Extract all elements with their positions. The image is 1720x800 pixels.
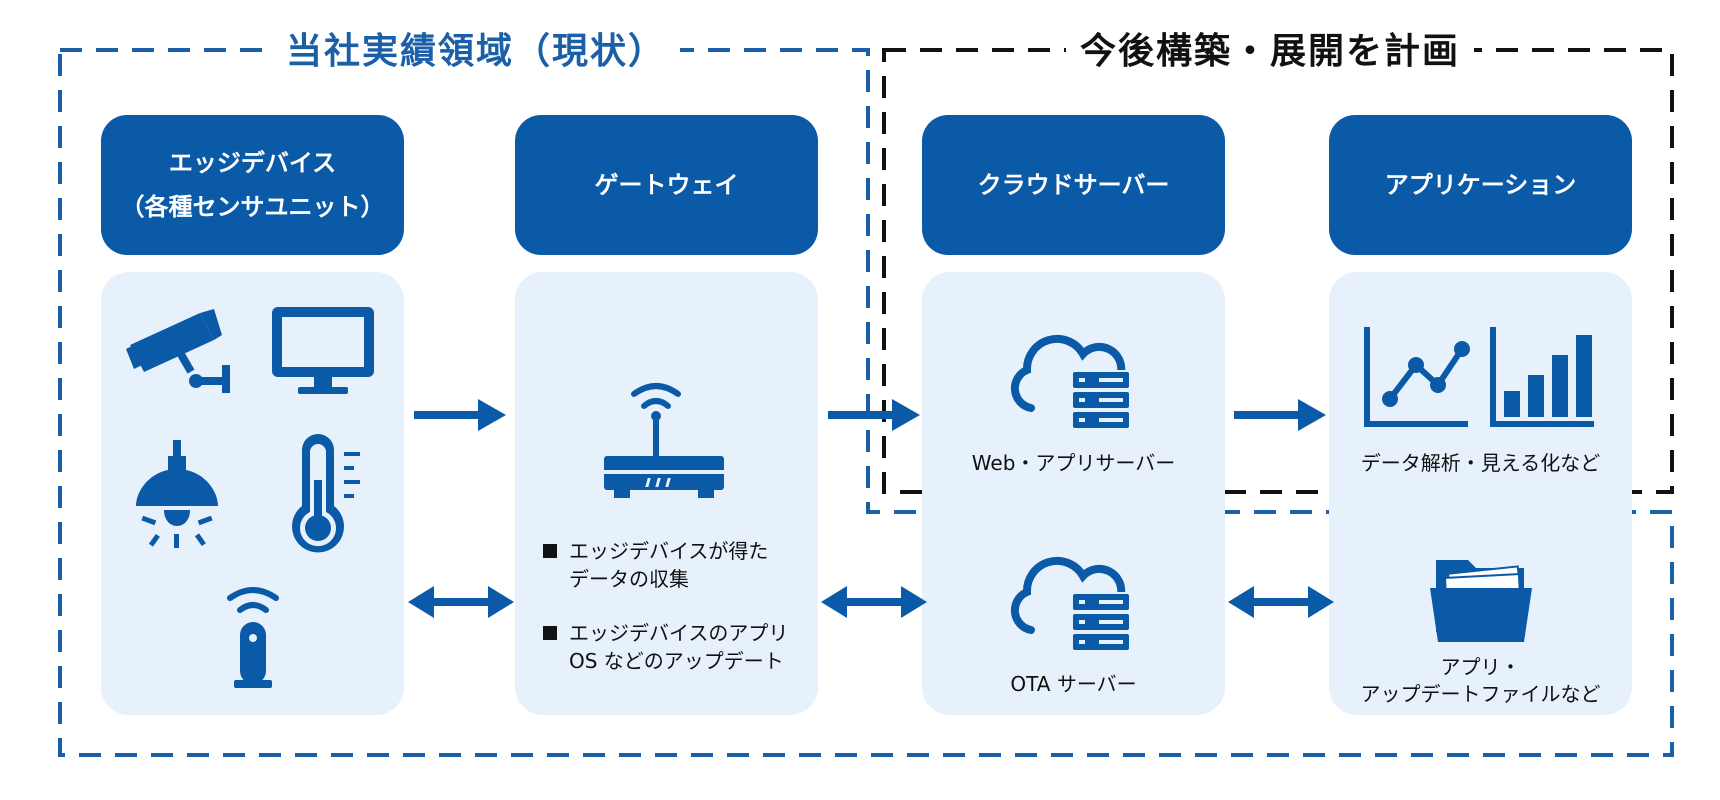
header-gateway-label: ゲートウェイ: [594, 171, 739, 199]
files-caption-line-2: アップデートファイルなど: [1360, 682, 1601, 706]
panel-gateway: [515, 272, 818, 715]
gateway-bullet-collect-text: エッジデバイスが得た データの収集: [569, 539, 769, 591]
header-cloud-server: クラウドサーバー: [922, 115, 1225, 255]
cloud-server-icon: [1010, 556, 1131, 650]
cloud-server-icon: [1010, 334, 1131, 428]
header-edge-line-1: エッジデバイス: [168, 149, 337, 177]
header-edge-line-2: （各種センサユニット）: [120, 193, 385, 221]
double-arrow-cloud-app: [1228, 586, 1334, 618]
ota-server-caption: OTA サーバー: [1010, 672, 1137, 696]
planned-region-border: [882, 48, 1674, 494]
gateway-bullet-list: エッジデバイスが得た データの収集 エッジデバイスのアプリ OS などのアップデ…: [543, 537, 823, 701]
monitor-icon: [272, 307, 374, 394]
header-application-label: アプリケーション: [1384, 171, 1577, 199]
arrow-gateway-to-cloud: [828, 399, 920, 431]
bar-chart-icon: [1490, 327, 1594, 427]
line-chart-icon: [1364, 327, 1470, 427]
bullet-square-icon: [543, 626, 557, 640]
security-camera-icon: [126, 309, 230, 393]
arrow-edge-to-gateway: [414, 399, 506, 431]
header-gateway: ゲートウェイ: [515, 115, 818, 255]
web-server-caption: Web・アプリサーバー: [971, 451, 1176, 475]
gateway-bullet-update-text: エッジデバイスのアプリ OS などのアップデート: [569, 621, 789, 673]
planned-region-title: 今後構築・展開を計画: [1066, 28, 1475, 76]
header-edge-device: エッジデバイス （各種センサユニット）: [101, 115, 404, 255]
router-icon: [604, 383, 724, 498]
double-arrow-edge-gateway: [408, 586, 514, 618]
analysis-caption: データ解析・見える化など: [1360, 451, 1601, 475]
bullet-square-icon: [543, 544, 557, 558]
double-arrow-gateway-cloud: [821, 586, 927, 618]
header-cloud-label: クラウドサーバー: [977, 171, 1170, 199]
ceiling-lamp-icon: [136, 440, 218, 548]
files-caption-line-1: アプリ・: [1440, 655, 1521, 679]
folder-icon: [1430, 560, 1532, 642]
gateway-bullet-collect: エッジデバイスが得た データの収集: [543, 537, 823, 593]
current-region-border: [58, 48, 1674, 757]
gateway-bullet-update: エッジデバイスのアプリ OS などのアップデート: [543, 619, 823, 675]
arrow-cloud-to-app: [1234, 399, 1326, 431]
current-region-title: 当社実績領域（現状）: [272, 28, 681, 76]
thermometer-icon: [292, 434, 360, 553]
header-application: アプリケーション: [1329, 115, 1632, 255]
wireless-sensor-icon: [227, 587, 279, 688]
